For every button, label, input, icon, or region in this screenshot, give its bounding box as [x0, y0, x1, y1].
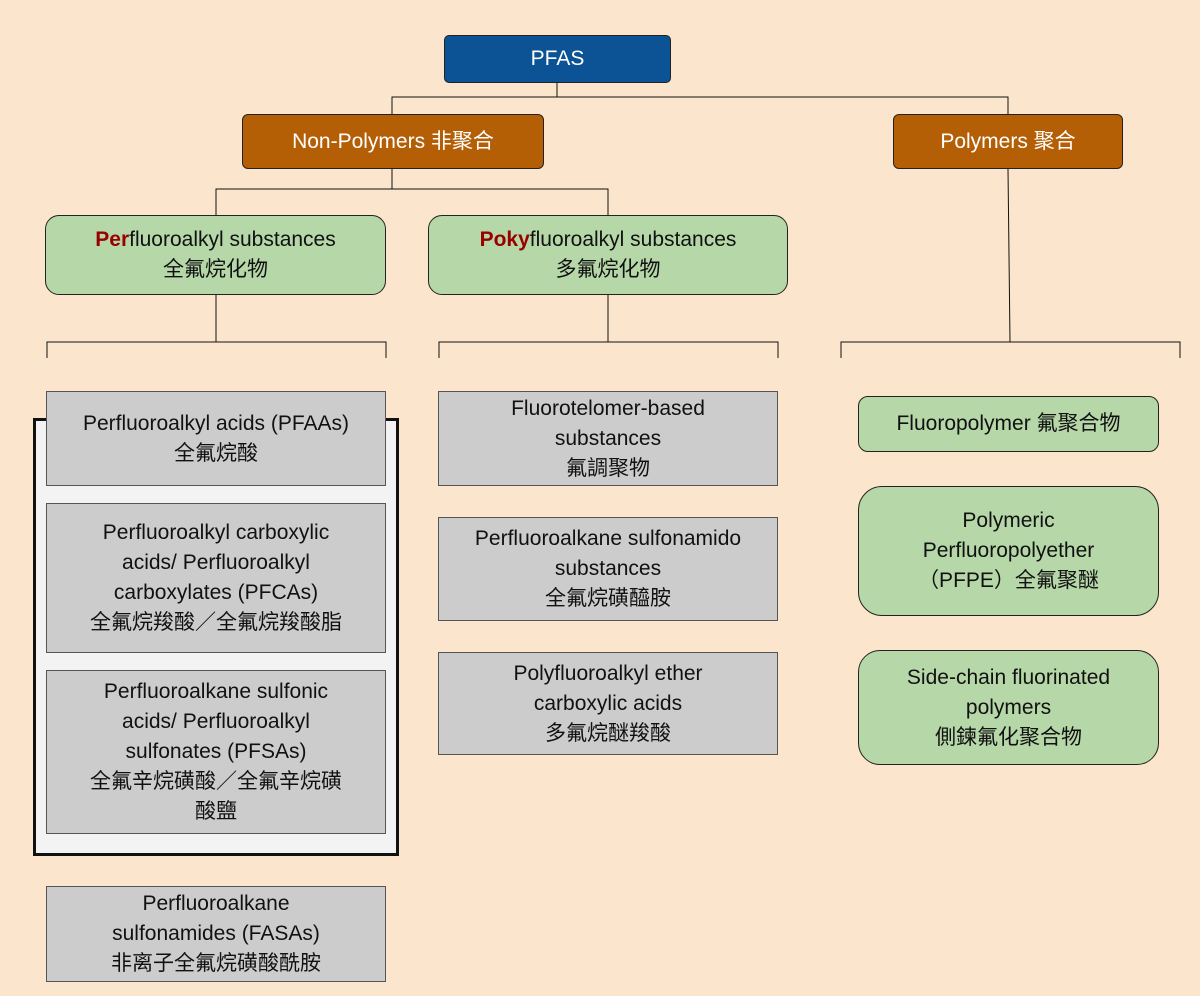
fasa-line-3: 非离子全氟烷磺酸酰胺: [111, 952, 321, 975]
polyfluoroalkyl-prefix: Poky: [479, 228, 530, 251]
pfaa-line-1: Perfluoroalkyl acids (PFAAs): [82, 411, 350, 435]
pfca-line-2: acids/ Perfluoroalkyl: [122, 551, 310, 574]
perfluoroalkyl-prefix: Per: [95, 228, 130, 251]
sulfonamido-line-3: 全氟烷磺醯胺: [544, 587, 671, 610]
pfsa-line-2: acids/ Perfluoroalkyl: [122, 710, 310, 733]
ether-node: Polyfluoroalkyl ether carboxylic acids 多…: [438, 652, 778, 755]
ether-line-2: carboxylic acids: [533, 691, 683, 715]
pfsa-node: Perfluoroalkane sulfonic acids/ Perfluor…: [46, 670, 386, 834]
sulfonamido-line-2: substances: [554, 557, 662, 580]
pfpe-line-2: Perfluoropolyether: [922, 539, 1095, 562]
side-chain-line-1: Side-chain fluorinated: [906, 665, 1111, 689]
pfsa-line-1: Perfluoroalkane sulfonic: [103, 680, 329, 703]
non-polymers-label: Non-Polymers 非聚合: [292, 129, 494, 153]
pfas-root-node: PFAS: [444, 35, 671, 83]
non-polymers-node: Non-Polymers 非聚合: [242, 114, 544, 169]
side-chain-line-3: 側鍊氟化聚合物: [934, 725, 1082, 749]
fasa-line-1: Perfluoroalkane: [142, 892, 290, 915]
pfpe-node: Polymeric Perfluoropolyether （PFPE）全氟聚醚: [858, 486, 1159, 616]
fluorotelomer-line-2: substances: [554, 426, 662, 450]
pfca-line-1: Perfluoroalkyl carboxylic: [102, 521, 330, 544]
polyfluoroalkyl-suffix: fluoroalkyl substances: [529, 228, 737, 251]
bracket-perfluoro: [46, 341, 387, 358]
connector-polymers: [1007, 168, 1011, 343]
pfsa-line-3: sulfonates (PFSAs): [125, 740, 307, 763]
pfaa-line-2: 全氟烷酸: [174, 441, 258, 465]
pfpe-line-1: Polymeric: [962, 509, 1055, 532]
perfluoroalkyl-title: Perfluoroalkyl substances: [95, 225, 335, 255]
pfpe-line-3: （PFPE）全氟聚醚: [918, 569, 1099, 592]
pfsa-line-4: 全氟辛烷磺酸／全氟辛烷磺: [90, 770, 342, 793]
connector-root-polymers: [557, 96, 1009, 114]
bracket-polymers: [840, 341, 1181, 358]
pfca-line-4: 全氟烷羧酸／全氟烷羧酸脂: [90, 611, 342, 634]
sulfonamido-line-1: Perfluoroalkane sulfonamido: [474, 527, 742, 550]
ether-line-1: Polyfluoroalkyl ether: [513, 661, 703, 685]
pfca-node: Perfluoroalkyl carboxylic acids/ Perfluo…: [46, 503, 386, 653]
fluoropolymer-node: Fluoropolymer 氟聚合物: [858, 396, 1159, 452]
pfsa-line-5: 酸鹽: [195, 800, 237, 823]
polymers-label: Polymers 聚合: [940, 129, 1076, 153]
pfca-line-3: carboxylates (PFCAs): [113, 581, 319, 604]
ether-line-3: 多氟烷醚羧酸: [545, 721, 671, 745]
fluorotelomer-line-1: Fluorotelomer-based: [511, 396, 705, 420]
pfas-root-label: PFAS: [530, 47, 585, 70]
polyfluoroalkyl-substances-node: Pokyfluoroalkyl substances 多氟烷化物: [428, 215, 788, 295]
sulfonamido-node: Perfluoroalkane sulfonamido substances 全…: [438, 517, 778, 621]
connector-root: [391, 83, 558, 114]
side-chain-node: Side-chain fluorinated polymers 側鍊氟化聚合物: [858, 650, 1159, 765]
fluoropolymer-line-1: Fluoropolymer 氟聚合物: [896, 412, 1121, 435]
polymers-node: Polymers 聚合: [893, 114, 1123, 169]
connector-nonpolymers-poly: [392, 188, 609, 215]
side-chain-line-2: polymers: [965, 695, 1052, 719]
fluorotelomer-node: Fluorotelomer-based substances 氟調聚物: [438, 391, 778, 486]
perfluoroalkyl-zh: 全氟烷化物: [163, 258, 268, 281]
fasa-node: Perfluoroalkane sulfonamides (FASAs) 非离子…: [46, 886, 386, 982]
polyfluoroalkyl-zh: 多氟烷化物: [555, 258, 661, 281]
perfluoroalkyl-substances-node: Perfluoroalkyl substances 全氟烷化物: [45, 215, 386, 295]
polyfluoroalkyl-title: Pokyfluoroalkyl substances: [480, 225, 737, 255]
fluorotelomer-line-3: 氟調聚物: [565, 456, 650, 480]
connector-nonpolymers: [215, 169, 393, 215]
perfluoroalkyl-suffix: fluoroalkyl substances: [129, 228, 336, 251]
bracket-polyfluoro: [438, 341, 779, 358]
pfaa-node: Perfluoroalkyl acids (PFAAs) 全氟烷酸: [46, 391, 386, 486]
fasa-line-2: sulfonamides (FASAs): [112, 922, 320, 945]
